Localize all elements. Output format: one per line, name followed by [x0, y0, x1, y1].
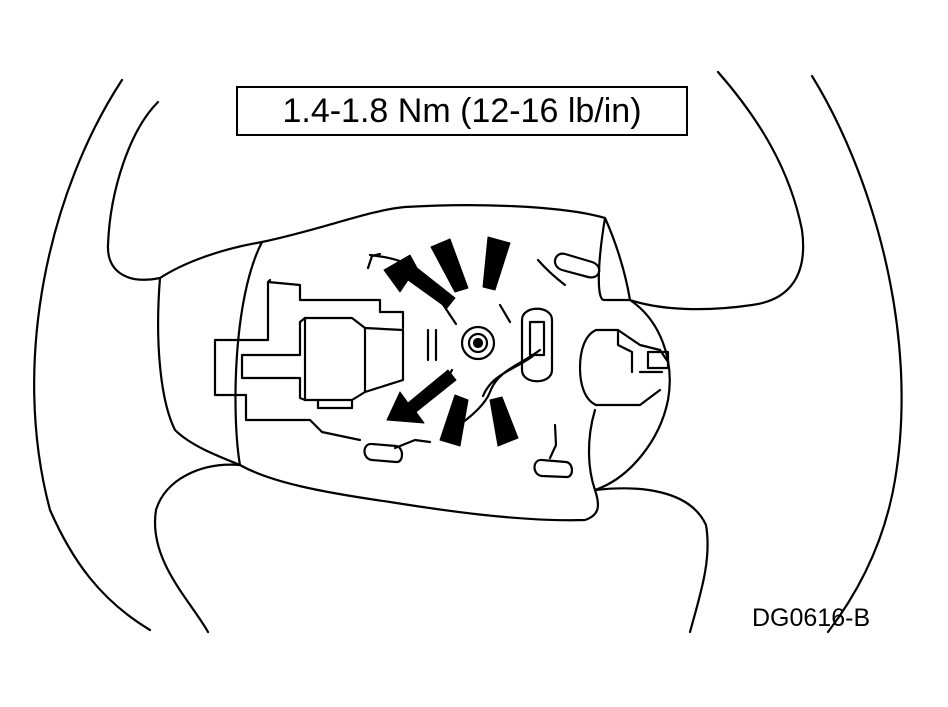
arrows — [383, 254, 457, 424]
radial-mark — [489, 396, 519, 447]
hub-right-pocket — [597, 216, 632, 302]
arrow-lower-left-icon — [386, 369, 457, 424]
left-spoke-bracket — [213, 278, 438, 442]
rim-lower-left — [153, 463, 242, 634]
bolt-outer — [460, 325, 496, 361]
hub-outline — [157, 204, 671, 522]
bolt-inner — [467, 332, 489, 354]
connector-slot — [528, 320, 546, 357]
hub — [157, 204, 671, 522]
hub-left-pocket — [234, 240, 264, 467]
rim-inner-right — [628, 70, 805, 311]
radial-mark — [439, 394, 469, 447]
rim-outer-right — [810, 74, 903, 634]
figure-id-label: DG0616-B — [752, 604, 871, 632]
radial-mark — [430, 238, 469, 293]
arrow-upper-left-icon — [383, 254, 456, 309]
right-spoke-bracket — [578, 328, 670, 407]
pin-lower-right — [533, 458, 574, 479]
wheel-rim — [33, 70, 903, 634]
bolt-core — [472, 337, 484, 349]
torque-spec-callout: 1.4-1.8 Nm (12-16 lb/in) — [236, 86, 688, 136]
pin-upper-right — [553, 252, 601, 279]
connector-wire — [450, 348, 542, 432]
connector-wire-inner — [481, 354, 535, 398]
rim-lower-right — [593, 487, 709, 634]
radial-marks — [430, 236, 519, 447]
rim-outer-left — [33, 78, 152, 632]
pin-lower-left — [363, 442, 404, 464]
radial-mark — [482, 236, 511, 291]
rim-inner-left — [106, 100, 162, 281]
connector-body — [520, 307, 554, 383]
hub-right-lower-edge — [587, 408, 597, 492]
